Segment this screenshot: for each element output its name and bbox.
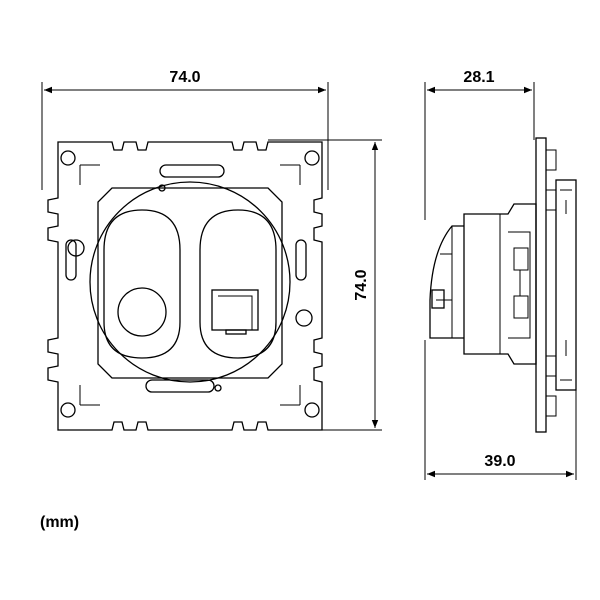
outlet-left <box>103 209 181 359</box>
unit-label: (mm) <box>40 514 80 531</box>
side-view <box>429 137 577 433</box>
outlet-right <box>199 209 277 359</box>
dim-front-height: 74.0 <box>353 269 370 300</box>
dim-side-depth-bottom: 39.0 <box>484 453 515 470</box>
coax-socket <box>117 287 167 337</box>
dimension-lines <box>41 82 577 480</box>
front-view <box>47 141 323 431</box>
mounting-frame <box>47 141 323 431</box>
dim-side-depth-top: 28.1 <box>463 69 494 86</box>
module-body <box>97 187 283 379</box>
side-body <box>463 203 537 365</box>
side-connector <box>429 225 464 339</box>
dim-front-width: 74.0 <box>169 69 200 86</box>
